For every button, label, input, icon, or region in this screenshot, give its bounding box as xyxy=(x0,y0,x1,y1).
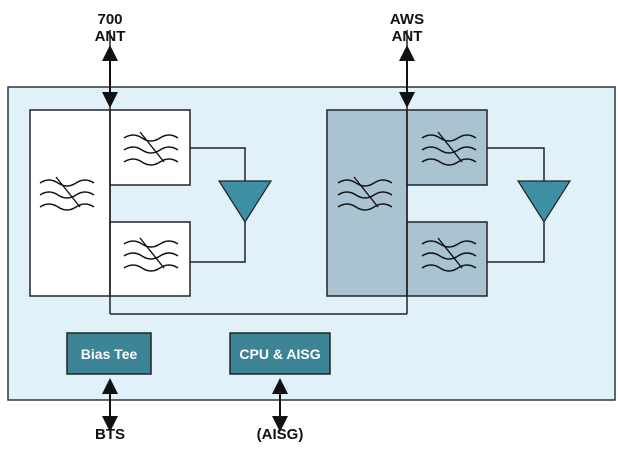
antenna-label-aws-line1: AWS xyxy=(389,11,425,28)
left-amp-output-line xyxy=(190,222,246,263)
filter-icon xyxy=(39,176,95,211)
filter-icon xyxy=(123,131,179,166)
filter-icon xyxy=(421,131,477,166)
filter-icon xyxy=(337,176,393,211)
antenna-label-700-line2: ANT xyxy=(94,28,126,45)
antenna-label-700-line1: 700 xyxy=(97,11,123,28)
bias-tee-box xyxy=(66,332,152,375)
filter-icon xyxy=(123,237,179,272)
left-upper-filter-box xyxy=(109,109,191,186)
amplifier-triangle-icon xyxy=(217,180,273,224)
cpu-aisg-box xyxy=(229,332,331,375)
right-upper-filter-box xyxy=(406,109,488,186)
bts-label: BTS xyxy=(95,426,125,443)
right-diplexer-box xyxy=(326,109,408,297)
left-amp-input-line xyxy=(190,147,246,181)
bias-tee-label: Bias Tee xyxy=(80,345,138,362)
left-diplexer-box xyxy=(29,109,111,297)
cpu-aisg-label: CPU & AISG xyxy=(239,345,321,362)
filter-icon xyxy=(421,237,477,272)
aisg-label: (AISG) xyxy=(256,426,304,443)
amplifier-triangle-icon xyxy=(516,180,572,224)
right-amp-input-line xyxy=(487,147,545,181)
antenna-label-aws-line2: ANT xyxy=(391,28,423,45)
right-amp-output-line xyxy=(487,222,545,263)
antenna-label-aws: AWS ANT xyxy=(377,11,437,45)
antenna-label-700: 700 ANT xyxy=(80,11,140,45)
